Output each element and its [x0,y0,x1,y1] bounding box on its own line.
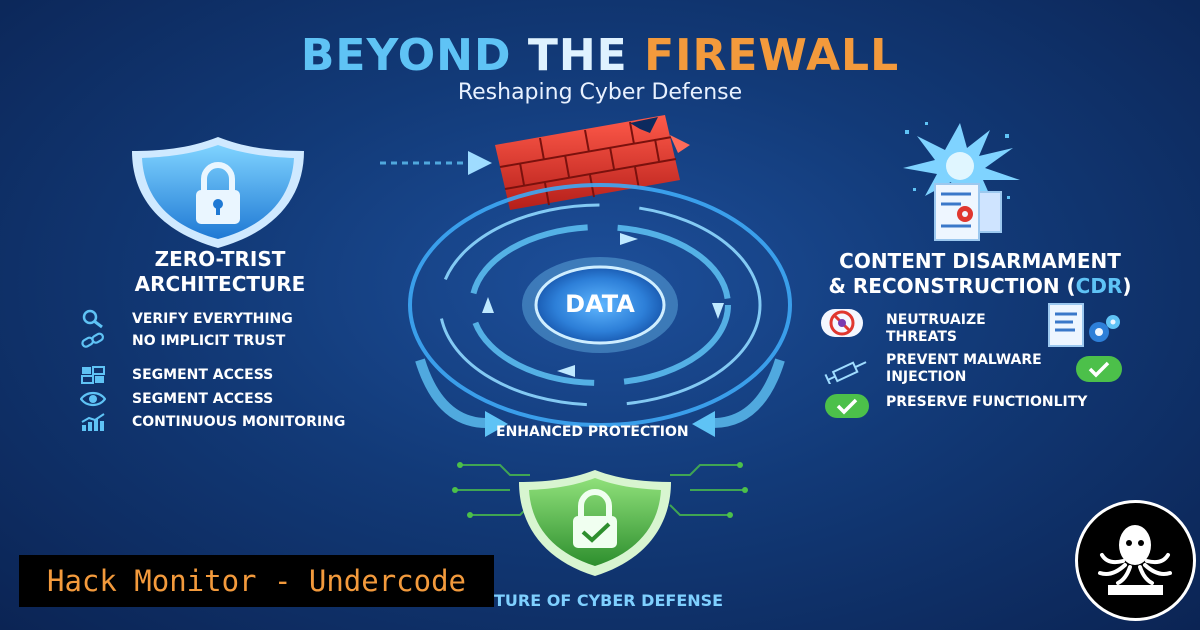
cdr-acronym: CDR [1075,274,1123,298]
watermark-banner: Hack Monitor - Undercode [19,555,494,607]
cdr-heading: CONTENT DISARMAMENT & RECONSTRUCTION (CD… [815,249,1145,299]
list-item-label: VERIFY EVERYTHING [132,311,293,327]
list-item-continuous-monitoring: CONTINUOUS MONITORING [80,412,345,432]
list-item-segment-access-2: SEGMENT ACCESS [80,389,273,409]
undercode-seal-logo [1075,500,1196,621]
page-subtitle: Reshaping Cyber Defense [457,80,743,105]
magnifier-icon [80,309,106,329]
cdr-item-neutralize: NEUTRUAIZE THREATS [886,312,986,346]
cdr-item-line2: INJECTION [886,369,967,385]
octopus-icon [1098,525,1172,595]
list-item-label: CONTINUOUS MONITORING [132,414,346,430]
green-shield-icon [519,470,671,576]
cdr-heading-line2-text: & RECONSTRUCTION ( [828,274,1076,298]
cdr-item-line2: THREATS [886,329,957,345]
title-part-2: THE [527,30,645,81]
cdr-heading-close: ) [1122,274,1132,298]
cdr-heading-line2: & RECONSTRUCTION (CDR) [815,274,1145,299]
chain-link-icon [80,331,106,351]
checkmark-icon [825,394,869,418]
bar-chart-icon [80,412,106,432]
incoming-arrow-head [468,151,492,175]
cdr-item-prevent-malware: PREVENT MALWARE INJECTION [886,352,1042,386]
checkmark-badge-icon [1076,356,1122,382]
syringe-icon [824,361,867,384]
segments-icon [80,365,106,385]
cdr-heading-line1: CONTENT DISARMAMENT [839,249,1121,273]
central-graphic [380,115,792,518]
no-virus-icon [821,309,863,337]
data-label: DATA [565,290,635,318]
document-gear-icon [1048,303,1120,347]
zero-trust-heading-line2: ARCHITECTURE [134,272,306,296]
list-item-label: SEGMENT ACCESS [132,391,274,407]
title-part-3: FIREWALL [644,30,900,81]
list-item-no-implicit-trust: NO IMPLICIT TRUST [80,331,285,351]
list-item-segment-access: SEGMENT ACCESS [80,365,273,385]
page-title: BEYOND THE FIREWALL [0,30,1200,81]
blue-shield-icon [132,137,304,248]
explosion-document-icon [903,122,1020,241]
cdr-item-line1: NEUTRUAIZE [886,312,986,328]
cdr-item-preserve: PRESERVE FUNCTIONLITY [886,394,1088,410]
cdr-item-line1: PREVENT MALWARE [886,352,1042,368]
future-label: TURE OF CYBER DEFENSE [494,591,724,610]
zero-trust-heading: ZERO-TRIST ARCHITECTURE [100,247,340,297]
eye-icon [80,389,106,409]
list-item-label: NO IMPLICIT TRUST [132,333,286,349]
zero-trust-heading-line1: ZERO-TRIST [154,247,286,271]
list-item-verify: VERIFY EVERYTHING [80,309,293,329]
title-part-1: BEYOND [300,30,528,81]
list-item-label: SEGMENT ACCESS [132,367,274,383]
enhanced-protection-label: ENHANCED PROTECTION [496,424,689,440]
